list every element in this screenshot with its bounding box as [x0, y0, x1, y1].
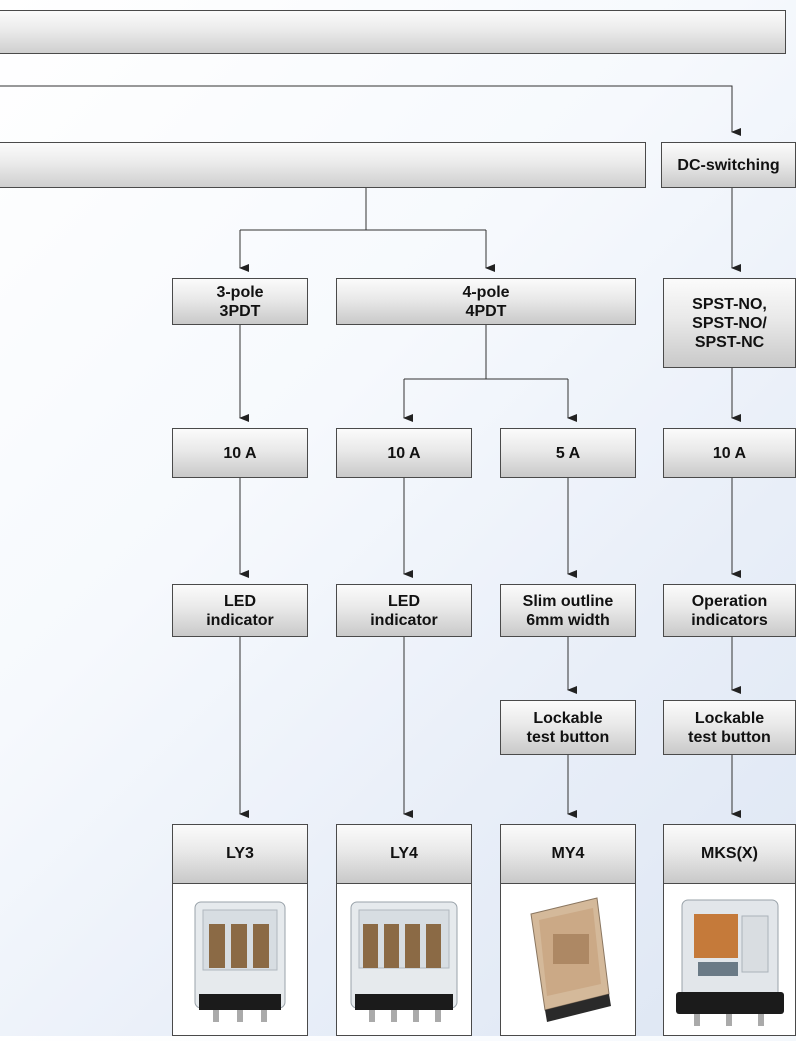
product-card-mks[interactable]: MKS(X) [663, 824, 796, 1036]
product-name: MKS(X) [664, 825, 795, 884]
current-ly4-node: 10 A [336, 428, 472, 478]
three-pole-node: 3-pole 3PDT [172, 278, 308, 325]
product-card-ly3[interactable]: LY3 [172, 824, 308, 1036]
slim-outline-node: Slim outline 6mm width [500, 584, 636, 637]
operation-indicators-node: Operation indicators [663, 584, 796, 637]
current-ly3-node: 10 A [172, 428, 308, 478]
lockable-test-button-mks-node: Lockable test button [663, 700, 796, 755]
relay-slim-icon [501, 884, 635, 1035]
relay-4pole-icon [337, 884, 471, 1035]
ac-switching-bar [0, 142, 646, 188]
relay-3pole-icon [173, 884, 307, 1035]
spst-node: SPST-NO, SPST-NO/ SPST-NC [663, 278, 796, 368]
product-card-ly4[interactable]: LY4 [336, 824, 472, 1036]
top-category-bar [0, 10, 786, 54]
product-name: LY3 [173, 825, 307, 884]
current-mks-node: 10 A [663, 428, 796, 478]
relay-octal-icon [664, 884, 795, 1035]
dc-switching-node: DC-switching [661, 142, 796, 188]
led-indicator-ly3-node: LED indicator [172, 584, 308, 637]
product-name: MY4 [501, 825, 635, 884]
led-indicator-ly4-node: LED indicator [336, 584, 472, 637]
current-my4-node: 5 A [500, 428, 636, 478]
product-card-my4[interactable]: MY4 [500, 824, 636, 1036]
four-pole-node: 4-pole 4PDT [336, 278, 636, 325]
product-name: LY4 [337, 825, 471, 884]
lockable-test-button-my4-node: Lockable test button [500, 700, 636, 755]
